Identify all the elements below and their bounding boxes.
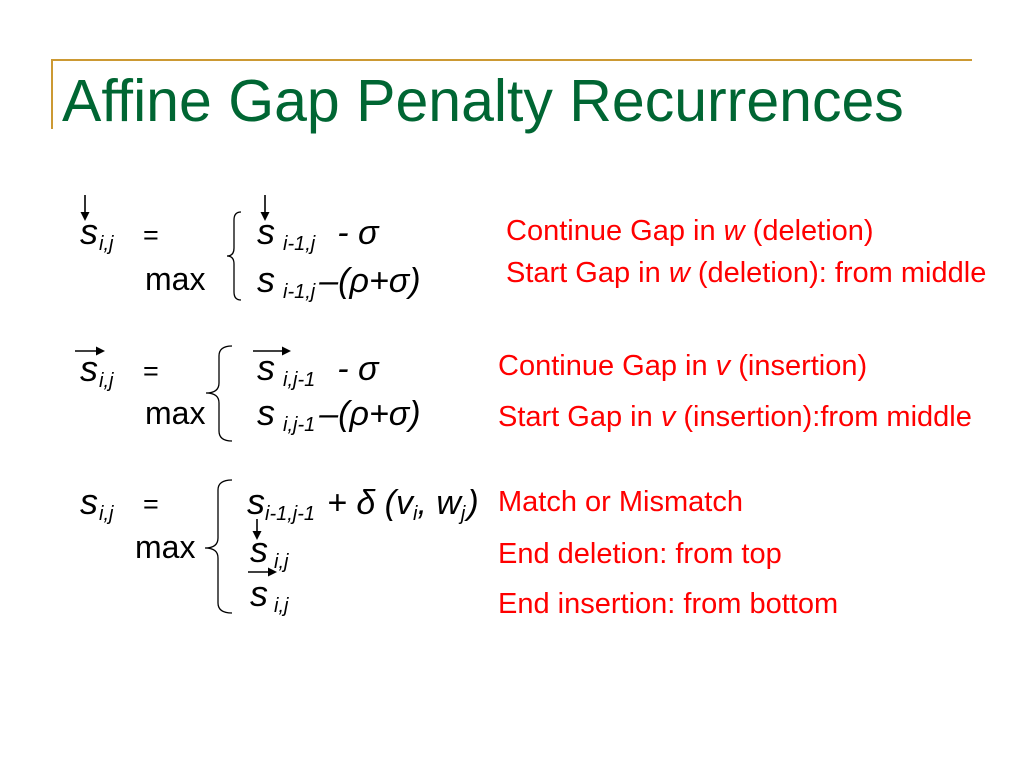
subscript: i,j-1 [283, 369, 316, 391]
term-penalty: - σ [337, 214, 379, 252]
down-arrow-icon [252, 519, 262, 540]
right-arrow-icon [253, 346, 291, 356]
equals-sign: = [143, 356, 159, 386]
match-note: Match or Mismatch [498, 486, 743, 518]
score-symbol: s [257, 211, 275, 252]
slide-title: Affine Gap Penalty Recurrences [62, 68, 904, 134]
note-variable: v [660, 401, 676, 433]
max-operator: max [135, 529, 196, 565]
score-symbol: s [80, 348, 98, 389]
equals-sign: = [143, 489, 159, 519]
note-text: Continue Gap in [498, 350, 716, 382]
score-symbol: s [250, 573, 268, 614]
down-arrow-icon [80, 195, 90, 221]
left-rule [51, 59, 53, 129]
deletion-term-continue: s i-1,j - σ [257, 211, 379, 255]
match-lhs: si,j [80, 481, 114, 525]
subscript: i-1,j [283, 281, 316, 303]
insertion-brace [205, 345, 233, 442]
match-brace [204, 479, 233, 614]
insertion-lhs: si,j [80, 348, 114, 392]
subscript: i,j [99, 503, 114, 525]
subscript: i,j [99, 233, 114, 255]
deletion-brace [226, 211, 242, 301]
score-symbol: s [80, 481, 98, 522]
deletion-note-start: Start Gap in w (deletion): from middle [506, 259, 986, 288]
max-operator: max [145, 395, 206, 431]
score-symbol: s [257, 392, 275, 433]
term-penalty: –(ρ+σ) [319, 395, 421, 433]
score-symbol: s [250, 529, 268, 570]
note-variable: v [715, 350, 731, 382]
right-arrow-icon [75, 346, 105, 356]
note-text: Start Gap in [506, 257, 669, 289]
match-term-diagonal: si-1,j-1 + δ (vi, wj) [247, 481, 479, 525]
max-operator: max [145, 261, 206, 297]
note-variable: w [723, 215, 745, 247]
insertion-term-continue: s i,j-1 - σ [257, 347, 379, 391]
term-score-open: + δ (v [327, 484, 413, 522]
match-term-from-insertion: s i,j [250, 573, 289, 617]
end-deletion-note: End deletion: from top [498, 538, 782, 570]
insertion-note-start: Start Gap in v (insertion):from middle [498, 403, 972, 432]
note-text: (insertion):from middle [675, 401, 972, 433]
subscript: i,j-1 [283, 414, 316, 436]
equals-sign: = [143, 220, 159, 250]
score-symbol: s [80, 211, 98, 252]
subscript: j [460, 503, 466, 525]
note-text: (deletion): from middle [689, 257, 987, 289]
top-rule [52, 59, 972, 61]
deletion-lhs: si,j [80, 211, 114, 255]
note-text: (deletion) [744, 215, 874, 247]
subscript: i,j [274, 551, 289, 573]
subscript: i-1,j-1 [265, 503, 316, 525]
subscript: i,j [99, 370, 114, 392]
note-variable: w [668, 257, 690, 289]
note-text: Continue Gap in [506, 215, 724, 247]
term-penalty: –(ρ+σ) [319, 262, 421, 300]
subscript: i,j [274, 595, 289, 617]
subscript: i [412, 503, 418, 525]
insertion-term-open: s i,j-1–(ρ+σ) [257, 392, 421, 436]
match-term-from-deletion: s i,j [250, 529, 289, 573]
insertion-note-continue: Continue Gap in v (insertion) [498, 352, 867, 381]
term-score-close: ) [467, 484, 479, 522]
term-penalty: - σ [337, 350, 379, 388]
term-score-separator: , w [417, 484, 461, 522]
note-text: (insertion) [730, 350, 868, 382]
deletion-term-open: s i-1,j–(ρ+σ) [257, 259, 421, 303]
subscript: i-1,j [283, 233, 316, 255]
deletion-note-continue: Continue Gap in w (deletion) [506, 217, 874, 246]
note-text: Start Gap in [498, 401, 661, 433]
right-arrow-icon [248, 567, 277, 577]
end-insertion-note: End insertion: from bottom [498, 588, 839, 620]
down-arrow-icon [260, 195, 270, 221]
score-symbol: s [247, 481, 265, 522]
score-symbol: s [257, 259, 275, 300]
score-symbol: s [257, 347, 275, 388]
